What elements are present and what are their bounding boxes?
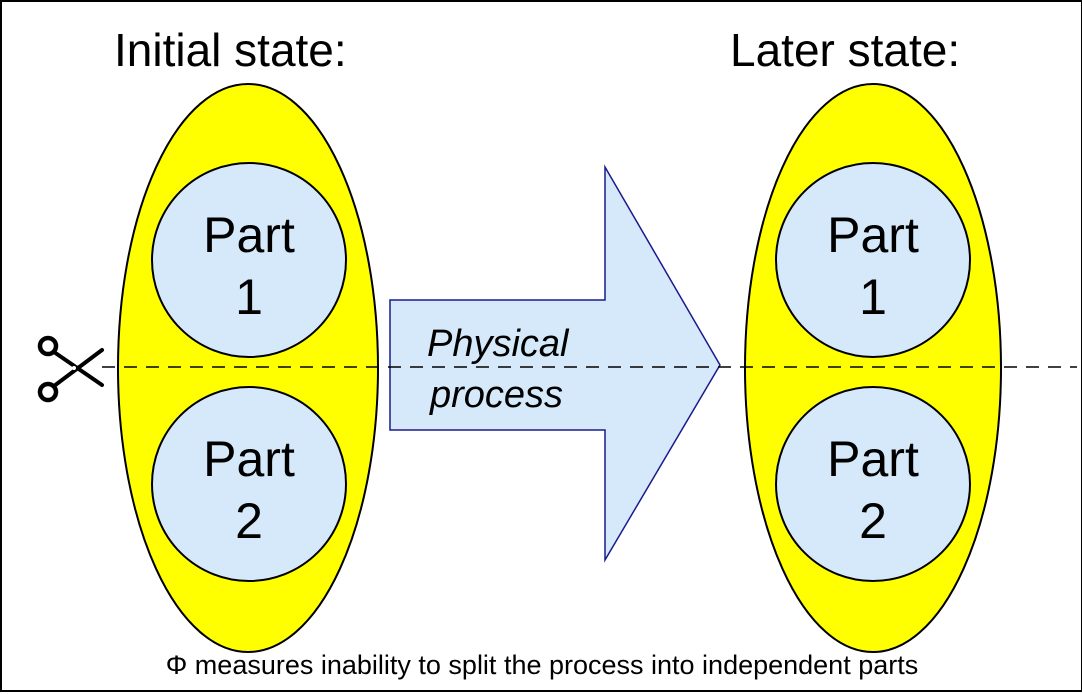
initial-part-1-label: Part [203, 207, 295, 263]
later-part-1-number: 1 [859, 269, 887, 325]
process-arrow-label-line1: Physical [427, 323, 570, 365]
caption: Φ measures inability to split the proces… [166, 650, 918, 680]
later-part-1-circle [775, 162, 971, 358]
later-part-2-number: 2 [859, 493, 887, 549]
later-state-group: Part 1 Part 2 [744, 83, 1002, 653]
later-part-1-label: Part [827, 207, 919, 263]
initial-state-group: Part 1 Part 2 [117, 83, 379, 653]
process-arrow [389, 164, 721, 563]
later-part-2-label: Part [827, 431, 919, 487]
initial-part-2-label: Part [203, 431, 295, 487]
initial-state-heading: Initial state: [114, 24, 347, 76]
later-state-heading: Later state: [730, 24, 960, 76]
initial-part-2-number: 2 [235, 493, 263, 549]
later-part-2-circle [775, 386, 971, 582]
initial-part-1-number: 1 [235, 269, 263, 325]
initial-part-1-circle [151, 162, 347, 358]
initial-part-2-circle [151, 386, 347, 582]
process-arrow-group: Physical process [389, 164, 721, 563]
scissors-icon [37, 335, 104, 403]
process-arrow-label-line2: process [429, 374, 563, 416]
